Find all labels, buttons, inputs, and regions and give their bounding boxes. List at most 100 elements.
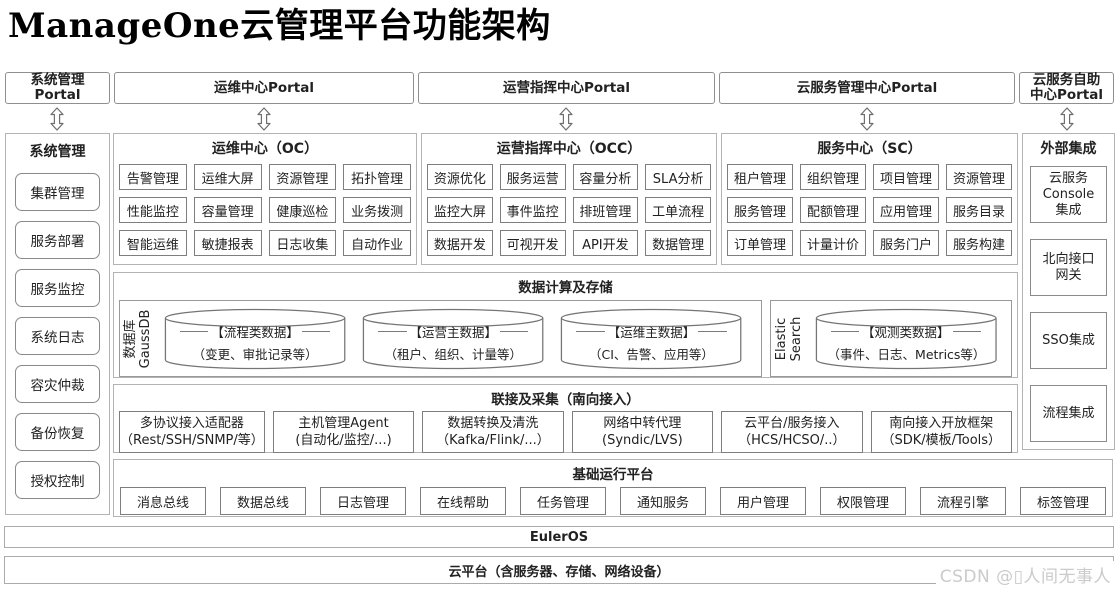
portal-row: 系统管理 Portal 运维中心Portal 运营指挥中心Portal 云服务管… bbox=[5, 72, 1115, 104]
sc-item: 服务构建 bbox=[946, 230, 1012, 256]
updown-arrow-icon bbox=[1060, 107, 1074, 131]
sc-panel-title: 服务中心（SC） bbox=[817, 141, 922, 157]
base-platform-item: 标签管理 bbox=[1020, 487, 1106, 515]
occ-item: 容量分析 bbox=[572, 164, 639, 190]
base-platform-section: 基础运行平台 消息总线数据总线日志管理在线帮助任务管理通知服务用户管理权限管理流… bbox=[113, 459, 1113, 517]
sc-item: 租户管理 bbox=[727, 164, 793, 190]
base-platform-item: 流程引擎 bbox=[920, 487, 1006, 515]
sc-item: 项目管理 bbox=[873, 164, 939, 190]
elasticsearch-box: Elastic Search 【观测类数据】 （事件、日志、Metrics等） bbox=[769, 300, 1012, 377]
base-platform-item: 权限管理 bbox=[820, 487, 906, 515]
system-management-item: 系统日志 bbox=[15, 317, 100, 355]
cylinder-process-data: 【流程类数据】 （变更、审批记录等） bbox=[163, 308, 347, 370]
oc-item: 资源管理 bbox=[268, 164, 337, 190]
occ-item: 数据管理 bbox=[645, 230, 711, 256]
base-platform-item: 在线帮助 bbox=[420, 487, 506, 515]
southbound-item: 数据转换及清洗 （Kafka/Flink/...） bbox=[422, 411, 564, 453]
sc-item: 资源管理 bbox=[946, 164, 1012, 190]
gaussdb-label-wrap: 数据库 GaussDB bbox=[120, 301, 156, 376]
sc-item: 组织管理 bbox=[800, 164, 866, 190]
portal-self-service: 云服务自助 中心Portal bbox=[1019, 72, 1114, 104]
southbound-item: 主机管理Agent (自动化/监控/...) bbox=[272, 411, 415, 453]
oc-item: 业务拨测 bbox=[343, 197, 411, 223]
portal-om-center: 运维中心Portal bbox=[114, 72, 414, 104]
base-platform-title: 基础运行平台 bbox=[572, 467, 654, 483]
external-integration-item: 流程集成 bbox=[1030, 385, 1107, 442]
sc-item: 订单管理 bbox=[727, 230, 793, 256]
portal-cloud-service-mgmt: 云服务管理中心Portal bbox=[719, 72, 1015, 104]
data-storage-inner: 数据库 GaussDB 【流程类数据】 （变更、审批记录等） 【运营主数据】 （… bbox=[114, 296, 1017, 377]
cylinder-subtitle: （变更、审批记录等） bbox=[192, 346, 318, 362]
data-storage-section: 数据计算及存储 数据库 GaussDB 【流程类数据】 （变更、审批记录等） 【… bbox=[113, 272, 1018, 378]
updown-arrow-icon bbox=[559, 107, 573, 131]
oc-item: 自动作业 bbox=[343, 230, 411, 256]
sc-item: 服务目录 bbox=[946, 197, 1012, 223]
csdn-watermark: CSDN @▯人间无事人 bbox=[935, 561, 1115, 588]
southbound-items: 多协议接入适配器 （Rest/SSH/SNMP/等） 主机管理Agent (自动… bbox=[114, 408, 1017, 453]
oc-panel: 运维中心（OC） 告警管理运维大屏资源管理拓扑管理性能监控容量管理健康巡检业务拨… bbox=[113, 133, 417, 265]
oc-panel-grid: 告警管理运维大屏资源管理拓扑管理性能监控容量管理健康巡检业务拨测智能运维敏捷报表… bbox=[114, 162, 416, 258]
southbound-title: 联接及采集（南向接入） bbox=[491, 392, 640, 408]
system-management-title: 系统管理 bbox=[29, 144, 86, 160]
cylinder-subtitle: （事件、日志、Metrics等） bbox=[827, 346, 986, 362]
external-integration-item: SSO集成 bbox=[1030, 312, 1107, 369]
cylinder-subtitle: （CI、告警、应用等） bbox=[589, 346, 714, 362]
sc-item: 服务管理 bbox=[727, 197, 793, 223]
base-platform-item: 消息总线 bbox=[120, 487, 206, 515]
system-management-item: 授权控制 bbox=[15, 461, 100, 499]
occ-item: 服务运营 bbox=[499, 164, 566, 190]
occ-item: 可视开发 bbox=[499, 230, 566, 256]
external-integration-items: 云服务 Console 集成北向接口 网关 SSO集成流程集成 bbox=[1023, 158, 1114, 442]
cylinder-title: 【观测类数据】 bbox=[828, 322, 984, 341]
occ-panel-title: 运营指挥中心（OCC） bbox=[496, 141, 642, 157]
occ-item: 资源优化 bbox=[427, 164, 493, 190]
oc-item: 智能运维 bbox=[119, 230, 187, 256]
base-platform-item: 通知服务 bbox=[620, 487, 706, 515]
sc-item: 应用管理 bbox=[873, 197, 939, 223]
updown-arrow-icon bbox=[50, 107, 64, 131]
oc-item: 拓扑管理 bbox=[343, 164, 411, 190]
base-platform-item: 任务管理 bbox=[520, 487, 606, 515]
cylinder-title: 【运维主数据】 bbox=[573, 322, 729, 341]
base-platform-items: 消息总线数据总线日志管理在线帮助任务管理通知服务用户管理权限管理流程引擎标签管理 bbox=[114, 483, 1112, 515]
system-management-items: 集群管理服务部署服务监控系统日志容灾仲裁备份恢复授权控制 bbox=[6, 161, 109, 499]
oc-item: 敏捷报表 bbox=[193, 230, 262, 256]
cylinder-title: 【运营主数据】 bbox=[375, 322, 531, 341]
cylinder-observation-data: 【观测类数据】 （事件、日志、Metrics等） bbox=[814, 308, 998, 370]
cylinder-operation-master-data: 【运营主数据】 （租户、组织、计量等） bbox=[361, 308, 545, 370]
southbound-item: 南向接入开放框架 （SDK/模板/Tools） bbox=[870, 411, 1012, 453]
oc-item: 运维大屏 bbox=[193, 164, 262, 190]
system-management-item: 容灾仲裁 bbox=[15, 365, 100, 403]
southbound-item: 网络中转代理 (Syndic/LVS) bbox=[571, 411, 714, 453]
es-label: Elastic Search bbox=[773, 316, 804, 361]
occ-item: 监控大屏 bbox=[427, 197, 493, 223]
sc-item: 服务门户 bbox=[873, 230, 939, 256]
base-platform-item: 数据总线 bbox=[220, 487, 306, 515]
cylinder-om-master-data: 【运维主数据】 （CI、告警、应用等） bbox=[559, 308, 743, 370]
oc-item: 健康巡检 bbox=[268, 197, 337, 223]
page-title: ManageOne云管理平台功能架构 bbox=[8, 6, 551, 46]
oc-item: 容量管理 bbox=[193, 197, 262, 223]
occ-item: SLA分析 bbox=[645, 164, 711, 190]
updown-arrow-icon bbox=[257, 107, 271, 131]
oc-panel-title: 运维中心（OC） bbox=[211, 141, 319, 157]
occ-item: 事件监控 bbox=[499, 197, 566, 223]
sc-item: 配额管理 bbox=[800, 197, 866, 223]
system-management-item: 备份恢复 bbox=[15, 413, 100, 451]
sc-panel: 服务中心（SC） 租户管理组织管理项目管理资源管理服务管理配额管理应用管理服务目… bbox=[721, 133, 1018, 265]
oc-item: 性能监控 bbox=[119, 197, 187, 223]
external-integration-item: 北向接口 网关 bbox=[1030, 239, 1107, 296]
southbound-item: 多协议接入适配器 （Rest/SSH/SNMP/等） bbox=[119, 411, 265, 453]
oc-item: 告警管理 bbox=[119, 164, 187, 190]
updown-arrow-icon bbox=[860, 107, 874, 131]
base-platform-item: 日志管理 bbox=[320, 487, 406, 515]
external-integration-item: 云服务 Console 集成 bbox=[1030, 166, 1107, 223]
cylinder-subtitle: （租户、组织、计量等） bbox=[384, 346, 523, 362]
southbound-item: 云平台/服务接入 （HCS/HCSO/..） bbox=[721, 411, 863, 453]
gaussdb-box: 数据库 GaussDB 【流程类数据】 （变更、审批记录等） 【运营主数据】 （… bbox=[119, 300, 762, 377]
portal-system-management: 系统管理 Portal bbox=[5, 72, 110, 104]
